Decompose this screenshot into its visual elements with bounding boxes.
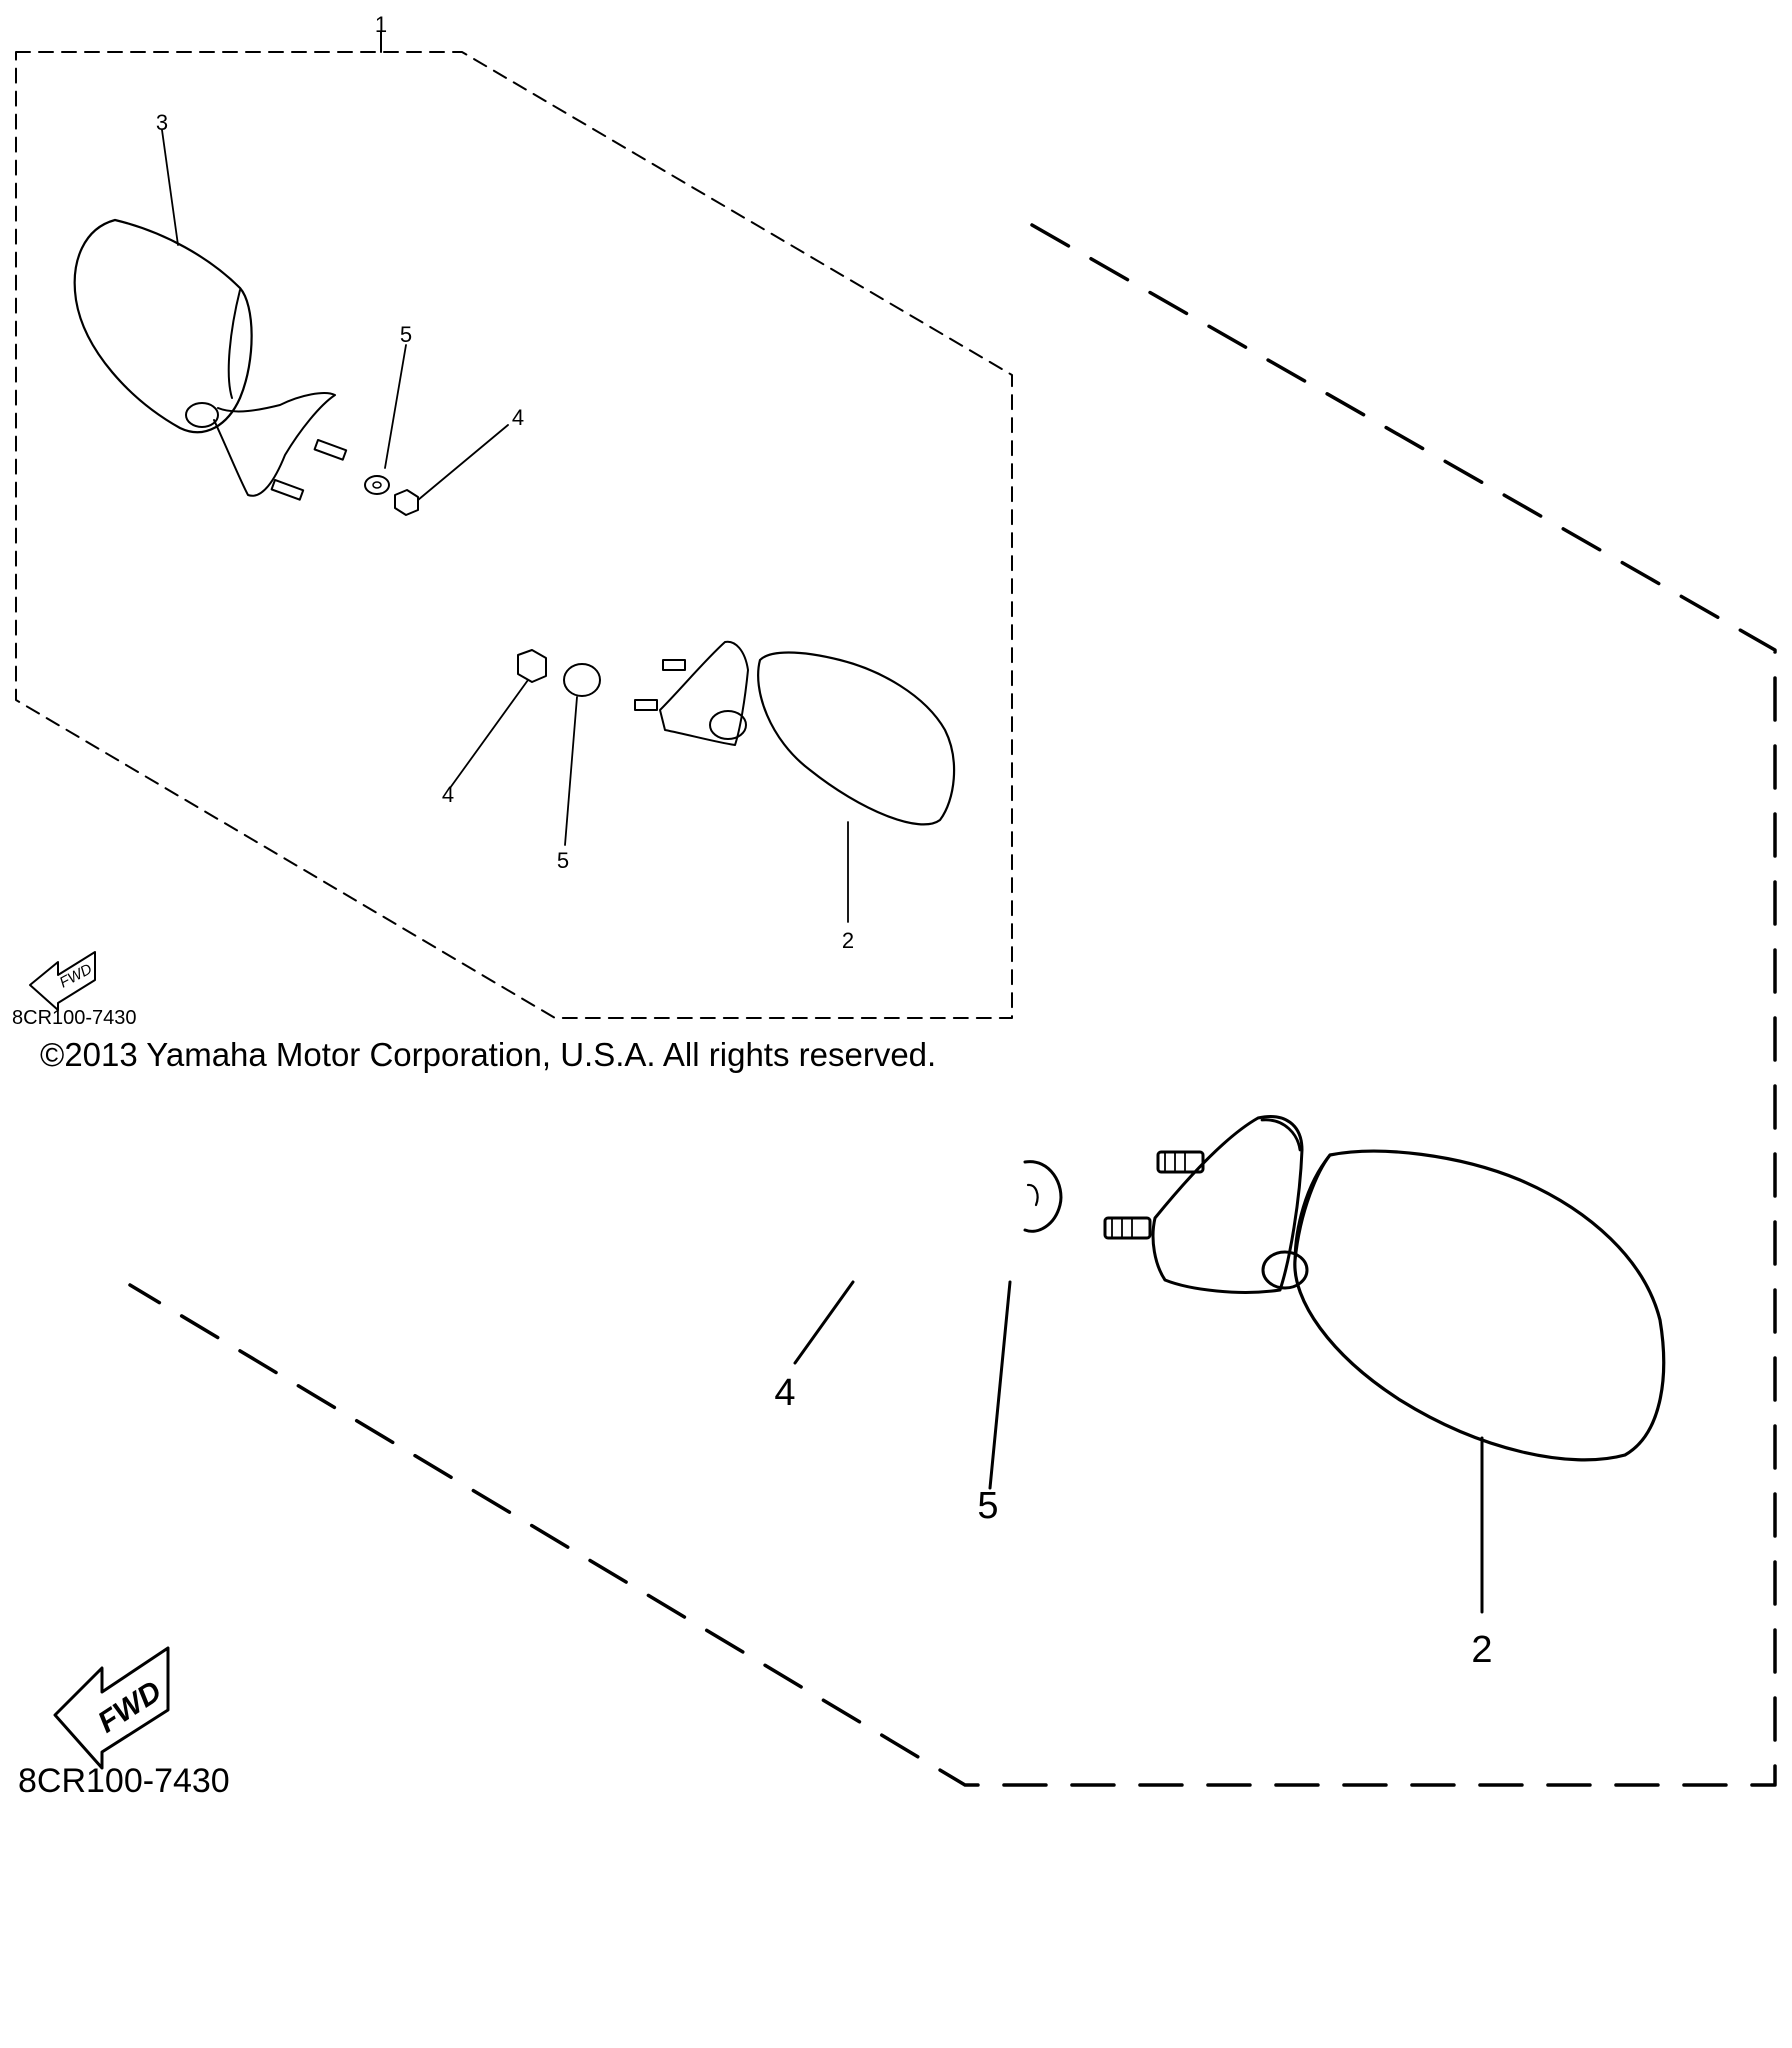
washer-small-bottom (563, 663, 601, 697)
part-code-large: 8CR100-7430 (18, 1762, 230, 1800)
callout-4-top: 4 (512, 405, 524, 430)
callout-2-large: 2 (1471, 1629, 1492, 1671)
copyright-notice: ©2013 Yamaha Motor Corporation, U.S.A. A… (40, 1036, 937, 1073)
leader-line-3 (161, 129, 179, 246)
callout-5-large: 5 (977, 1485, 998, 1527)
part-code-small: 8CR100-7430 (12, 1007, 137, 1029)
callout-4-large: 4 (774, 1372, 795, 1414)
mirror-left-small (73, 218, 348, 501)
fwd-arrow-small: FWD (29, 951, 96, 1011)
washer-small-top (364, 475, 390, 495)
leader-line-4-top (417, 424, 509, 501)
leader-line-5-top (384, 344, 407, 469)
small-diagram: 1 3 5 4 4 5 (12, 12, 1013, 1029)
callout-5-top: 5 (400, 322, 412, 347)
mirror-right-small (634, 640, 956, 826)
nut-small-bottom (517, 649, 547, 683)
callout-4-bottom: 4 (442, 782, 454, 807)
callout-3: 3 (156, 110, 168, 135)
assembly-boundary-large (128, 223, 1777, 1787)
assembly-boundary-small (15, 51, 1013, 1019)
leader-line-5-large (988, 1280, 1012, 1490)
mirror-right-large (1103, 1115, 1666, 1462)
callout-2: 2 (842, 928, 854, 953)
leader-line-4-bottom (449, 679, 529, 789)
fwd-label-small: FWD (57, 960, 95, 991)
fwd-arrow-large: FWD (53, 1646, 170, 1770)
callout-5-bottom: 5 (557, 848, 569, 873)
callout-1: 1 (375, 12, 387, 37)
washer-large (1023, 1160, 1063, 1233)
leader-line-4-large (793, 1280, 855, 1365)
nut-small-top (394, 489, 419, 516)
leader-line-5-bottom (564, 696, 578, 846)
